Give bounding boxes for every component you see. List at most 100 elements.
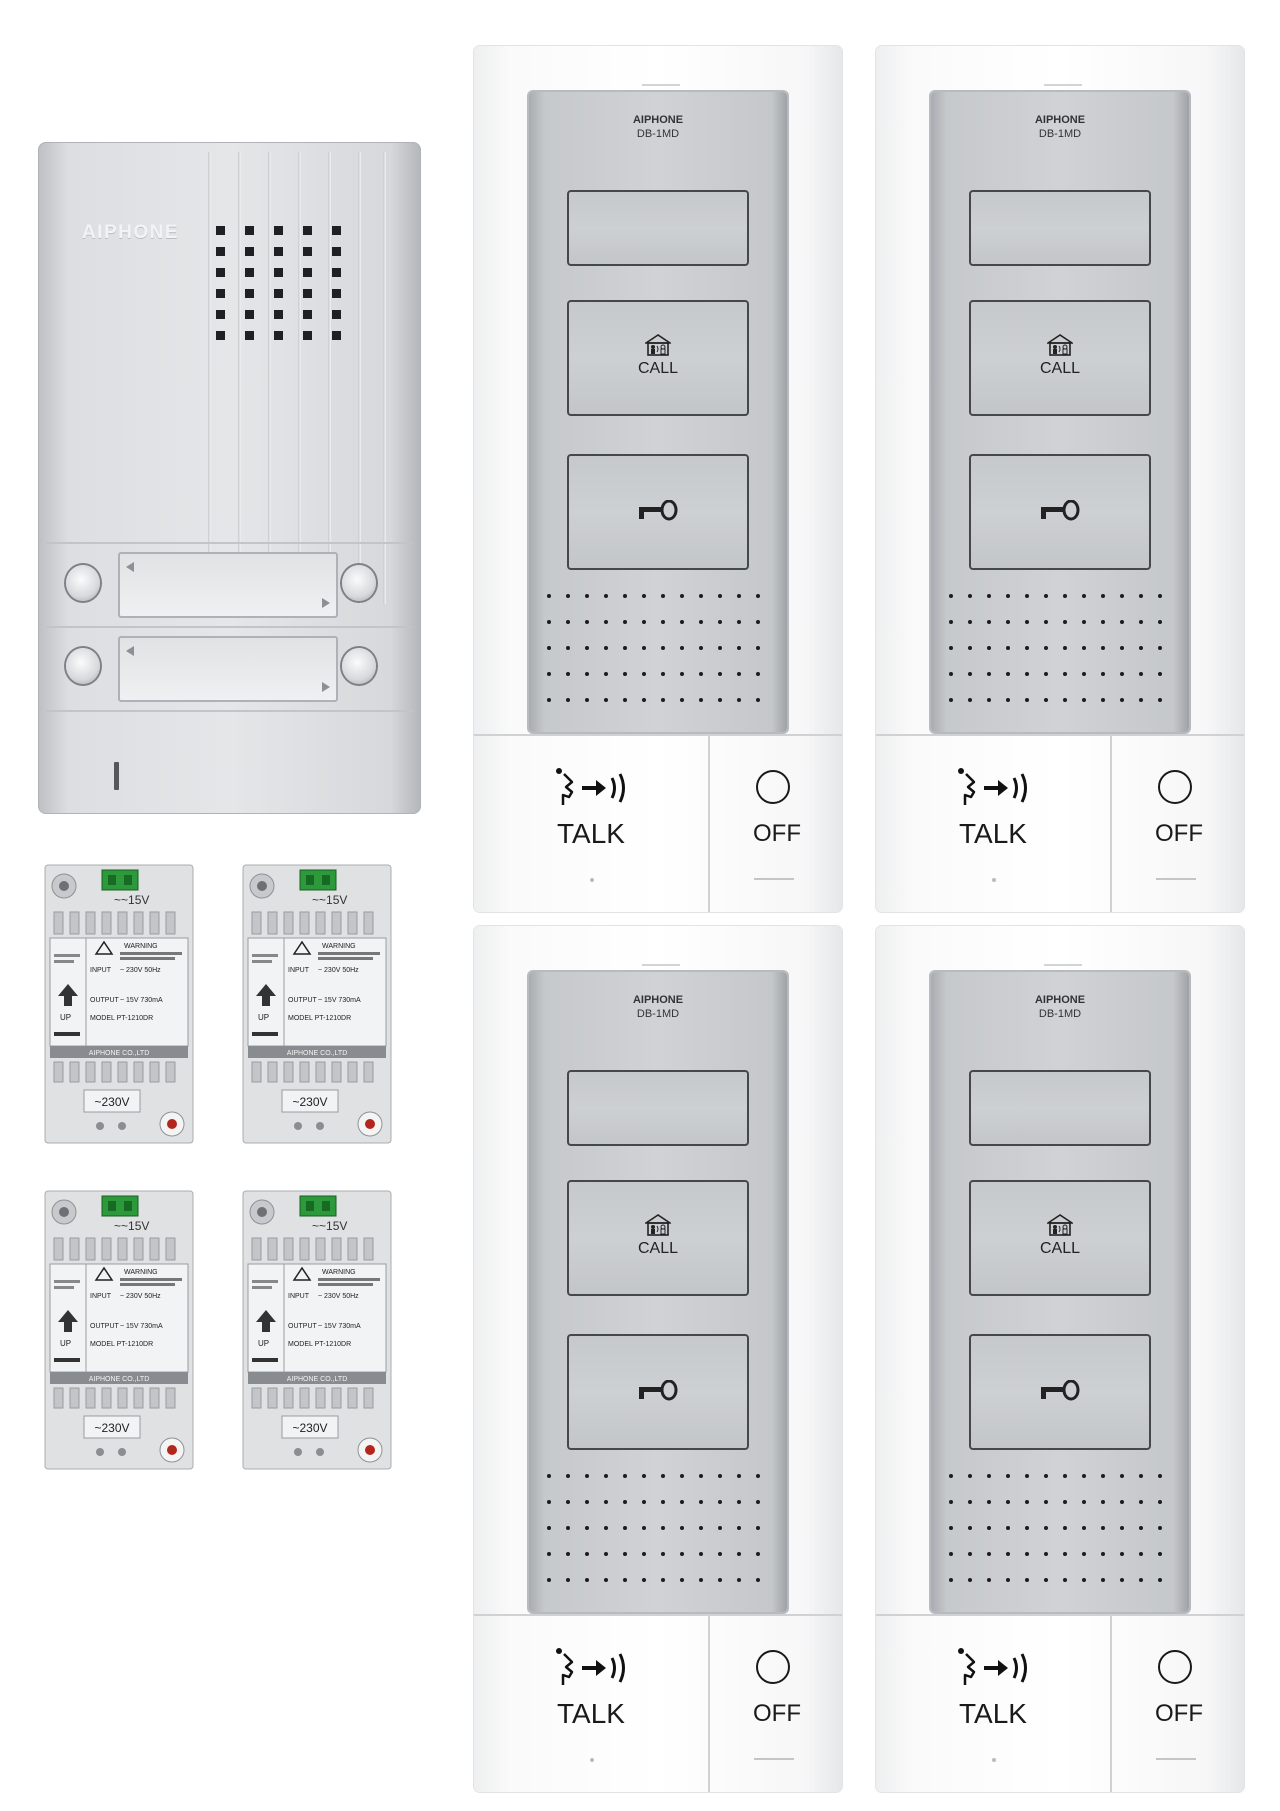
- talk-button[interactable]: TALK: [876, 1616, 1110, 1792]
- hole: [949, 646, 953, 650]
- arrow-up-icon: [256, 984, 276, 1006]
- hole: [1006, 646, 1010, 650]
- door-release-button[interactable]: [567, 454, 749, 570]
- call-button-1-left[interactable]: [66, 565, 100, 601]
- hole: [718, 646, 722, 650]
- hole: [680, 1578, 684, 1582]
- off-button[interactable]: OFF: [708, 1616, 844, 1792]
- hole: [1082, 620, 1086, 624]
- power-supply-3: ~~15V WARNING INPUT ~ 230V 50Hz OUTPUT ~…: [44, 1190, 194, 1470]
- hole: [1025, 1474, 1029, 1478]
- hole: [623, 594, 627, 598]
- hole: [642, 672, 646, 676]
- grille-hole: [303, 331, 312, 340]
- blank-button[interactable]: [969, 1070, 1151, 1146]
- call-button[interactable]: CALL: [567, 300, 749, 416]
- hole: [680, 1526, 684, 1530]
- hole: [737, 1474, 741, 1478]
- warning-label: WARNING: [124, 1269, 158, 1276]
- terminal-label: ~~15V: [114, 1219, 149, 1233]
- hole: [1120, 620, 1124, 624]
- blank-button[interactable]: [969, 190, 1151, 266]
- hole: [949, 672, 953, 676]
- call-button[interactable]: CALL: [969, 1180, 1151, 1296]
- divider: [474, 1614, 842, 1616]
- house-call-icon: [1047, 1214, 1073, 1236]
- hole: [566, 646, 570, 650]
- hole: [987, 1578, 991, 1582]
- grille-hole: [274, 268, 283, 277]
- hole: [968, 1552, 972, 1556]
- hole: [604, 672, 608, 676]
- grille-hole: [274, 310, 283, 319]
- grille-hole: [245, 268, 254, 277]
- hole: [1082, 1552, 1086, 1556]
- call-button-1-right[interactable]: [342, 565, 376, 601]
- handset-brand: AIPHONE: [1034, 114, 1086, 126]
- warning-label: WARNING: [124, 943, 158, 950]
- hole: [604, 1526, 608, 1530]
- input-value: ~ 230V 50Hz: [120, 967, 161, 974]
- name-plate-2: [118, 636, 338, 702]
- hole: [623, 1474, 627, 1478]
- hole: [1082, 1578, 1086, 1582]
- hole: [680, 594, 684, 598]
- call-button[interactable]: CALL: [969, 300, 1151, 416]
- talk-button[interactable]: TALK: [474, 736, 708, 912]
- hole: [1006, 672, 1010, 676]
- door-release-button[interactable]: [567, 1334, 749, 1450]
- hole: [1158, 1526, 1162, 1530]
- hole: [1044, 1526, 1048, 1530]
- hole: [566, 1500, 570, 1504]
- hole: [1006, 594, 1010, 598]
- hole: [1044, 1578, 1048, 1582]
- off-label: OFF: [753, 1700, 801, 1727]
- hole: [1044, 672, 1048, 676]
- door-release-button[interactable]: [969, 454, 1151, 570]
- hole: [699, 1578, 703, 1582]
- warning-label: WARNING: [322, 943, 356, 950]
- off-button[interactable]: OFF: [1110, 736, 1246, 912]
- hole: [1006, 620, 1010, 624]
- talk-label: TALK: [959, 818, 1027, 849]
- hole: [737, 1578, 741, 1582]
- door-release-button[interactable]: [969, 1334, 1151, 1450]
- hole: [1139, 620, 1143, 624]
- call-button-2-right[interactable]: [342, 648, 376, 684]
- talk-button[interactable]: TALK: [474, 1616, 708, 1792]
- hole: [737, 646, 741, 650]
- hole: [1101, 1526, 1105, 1530]
- hole: [756, 620, 760, 624]
- hole: [661, 1500, 665, 1504]
- call-button-2-left[interactable]: [66, 648, 100, 684]
- call-button[interactable]: CALL: [567, 1180, 749, 1296]
- hole: [1082, 594, 1086, 598]
- talk-button[interactable]: TALK: [876, 736, 1110, 912]
- hole: [1101, 1552, 1105, 1556]
- hole: [604, 620, 608, 624]
- hole: [756, 646, 760, 650]
- handset-panel: AIPHONE DB-1MD CALL: [931, 92, 1189, 732]
- talk-label: TALK: [557, 1698, 625, 1729]
- handset-brand: AIPHONE: [632, 994, 684, 1006]
- hole: [585, 594, 589, 598]
- off-button[interactable]: OFF: [1110, 1616, 1246, 1792]
- hole: [566, 620, 570, 624]
- hole: [1025, 646, 1029, 650]
- grille-hole: [303, 310, 312, 319]
- grille-hole: [245, 331, 254, 340]
- model-label: MODEL PT-1210DR: [288, 1341, 351, 1348]
- hole: [987, 1552, 991, 1556]
- hole: [1063, 594, 1067, 598]
- blank-button[interactable]: [567, 190, 749, 266]
- hole: [1006, 698, 1010, 702]
- divider: [876, 734, 1244, 736]
- hole: [1120, 1552, 1124, 1556]
- blank-button[interactable]: [567, 1070, 749, 1146]
- hole: [949, 1526, 953, 1530]
- output-value: ~ 15V 730mA: [120, 1323, 163, 1330]
- hole: [987, 1526, 991, 1530]
- off-circle-icon: [1158, 1650, 1192, 1684]
- hole: [699, 1474, 703, 1478]
- off-button[interactable]: OFF: [708, 736, 844, 912]
